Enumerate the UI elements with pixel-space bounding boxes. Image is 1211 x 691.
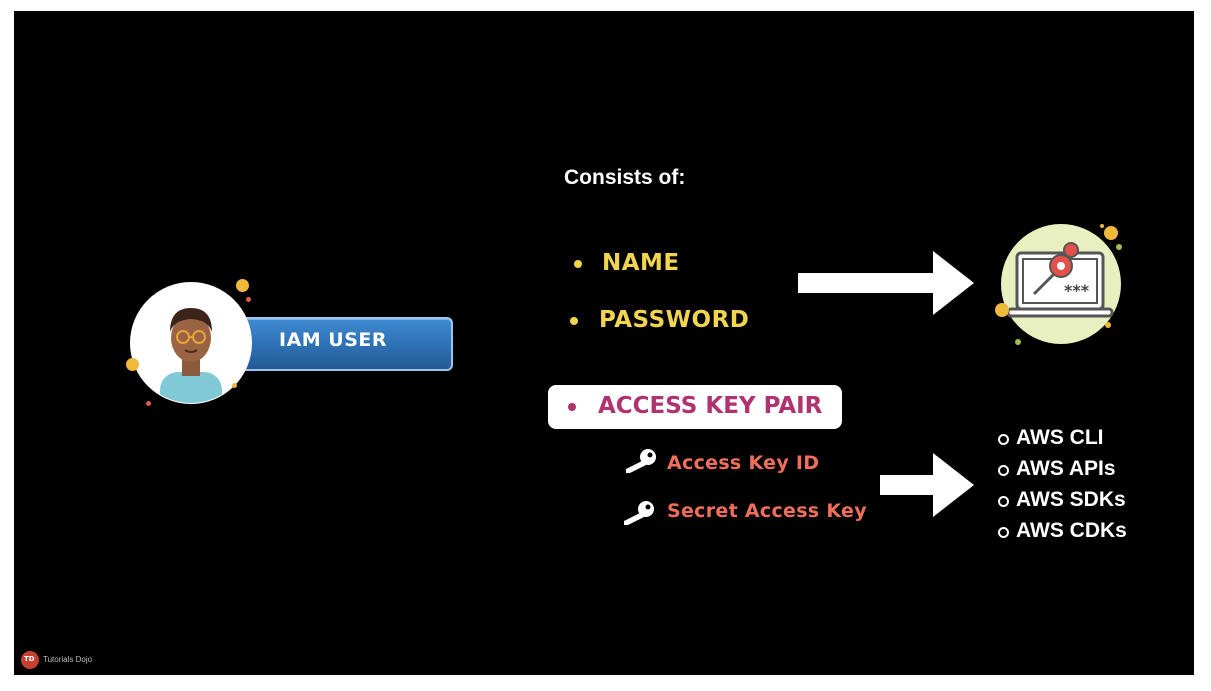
consists-heading: Consists of: bbox=[564, 166, 686, 189]
brand-logo bbox=[21, 651, 39, 669]
list-bullet-circle bbox=[998, 527, 1009, 538]
credential-password: PASSWORD bbox=[599, 307, 750, 333]
key-icon bbox=[626, 449, 656, 473]
bullet-dot bbox=[568, 403, 576, 411]
bullet-dot bbox=[574, 260, 582, 268]
svg-text:***: *** bbox=[1064, 281, 1090, 300]
decor-dot bbox=[246, 297, 251, 302]
decor-dot bbox=[236, 279, 249, 292]
brand-logo-text: TD bbox=[24, 655, 35, 663]
laptop-password-icon: *** bbox=[995, 224, 1122, 345]
bullet-dot bbox=[570, 317, 578, 325]
access-key-id-label: Access Key ID bbox=[667, 452, 820, 474]
access-key-pair-box bbox=[548, 385, 842, 429]
secret-access-key-label: Secret Access Key bbox=[667, 500, 867, 522]
tool-item-aws-sdks: AWS SDKs bbox=[1016, 488, 1126, 511]
brand-name: Tutorials Dojo bbox=[43, 655, 93, 664]
tool-item-aws-cdks: AWS CDKs bbox=[1016, 519, 1127, 542]
decor-dot bbox=[232, 383, 237, 388]
right-arrow-icon bbox=[880, 453, 974, 517]
list-bullet-circle bbox=[998, 465, 1009, 476]
list-bullet-circle bbox=[998, 496, 1009, 507]
right-arrow-icon bbox=[798, 251, 974, 315]
person-avatar-icon bbox=[130, 282, 252, 404]
access-key-pair-label: ACCESS KEY PAIR bbox=[598, 393, 823, 419]
iam-user-badge bbox=[236, 317, 453, 371]
tool-item-aws-cli: AWS CLI bbox=[1016, 426, 1104, 449]
list-bullet-circle bbox=[998, 434, 1009, 445]
decor-dot bbox=[126, 358, 139, 371]
tool-item-aws-apis: AWS APIs bbox=[1016, 457, 1116, 480]
decor-dot bbox=[146, 401, 151, 406]
key-icon bbox=[624, 501, 654, 525]
slide: IAM USER Consists of: NAME PASSWORD bbox=[14, 11, 1194, 675]
credential-name: NAME bbox=[602, 250, 680, 276]
iam-user-label: IAM USER bbox=[279, 329, 388, 351]
